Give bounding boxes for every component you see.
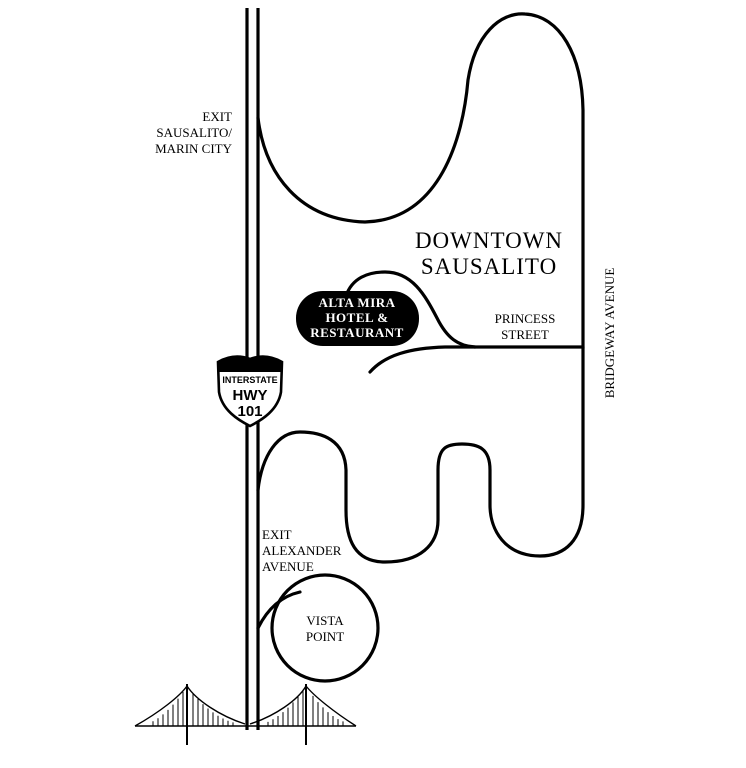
- road-princess-street: [368, 345, 585, 374]
- shield-hwy-text: HWY: [233, 387, 268, 404]
- princess-street-line-1: PRINCESS: [495, 311, 556, 326]
- downtown-label-line-1: DOWNTOWN: [415, 228, 563, 253]
- road-bridgeway-avenue: [256, 346, 585, 564]
- exit-south-line-1: EXIT: [262, 527, 292, 542]
- road-alexander-exit: [256, 590, 302, 630]
- alta-mira-hotel-badge: [296, 291, 419, 346]
- shield-number-text: 101: [237, 403, 262, 420]
- vista-point-circle: [270, 573, 380, 683]
- hotel-label-line-2: HOTEL &: [325, 310, 388, 325]
- vista-point-line-1: VISTA: [306, 613, 344, 628]
- shield-interstate-text: INTERSTATE: [222, 375, 277, 385]
- exit-south-line-2: ALEXANDER: [262, 543, 342, 558]
- hotel-label-line-1: ALTA MIRA: [318, 295, 395, 310]
- golden-gate-bridge-icon: [134, 684, 357, 745]
- exit-north-line-1: EXIT: [202, 109, 232, 124]
- exit-north-line-3: MARIN CITY: [155, 141, 233, 156]
- bridgeway-avenue-label: BRIDGEWAY AVENUE: [602, 268, 617, 399]
- princess-street-line-2: STREET: [501, 327, 549, 342]
- interstate-101-shield: INTERSTATE HWY 101: [216, 355, 284, 428]
- road-sausalito-exit-loop: [256, 12, 585, 350]
- hotel-label-line-3: RESTAURANT: [310, 325, 404, 340]
- road-alta-mira-access: [344, 270, 477, 349]
- downtown-label-line-2: SAUSALITO: [421, 254, 557, 279]
- exit-south-line-3: AVENUE: [262, 559, 314, 574]
- exit-north-line-2: SAUSALITO/: [156, 125, 232, 140]
- vista-point-line-2: POINT: [306, 629, 344, 644]
